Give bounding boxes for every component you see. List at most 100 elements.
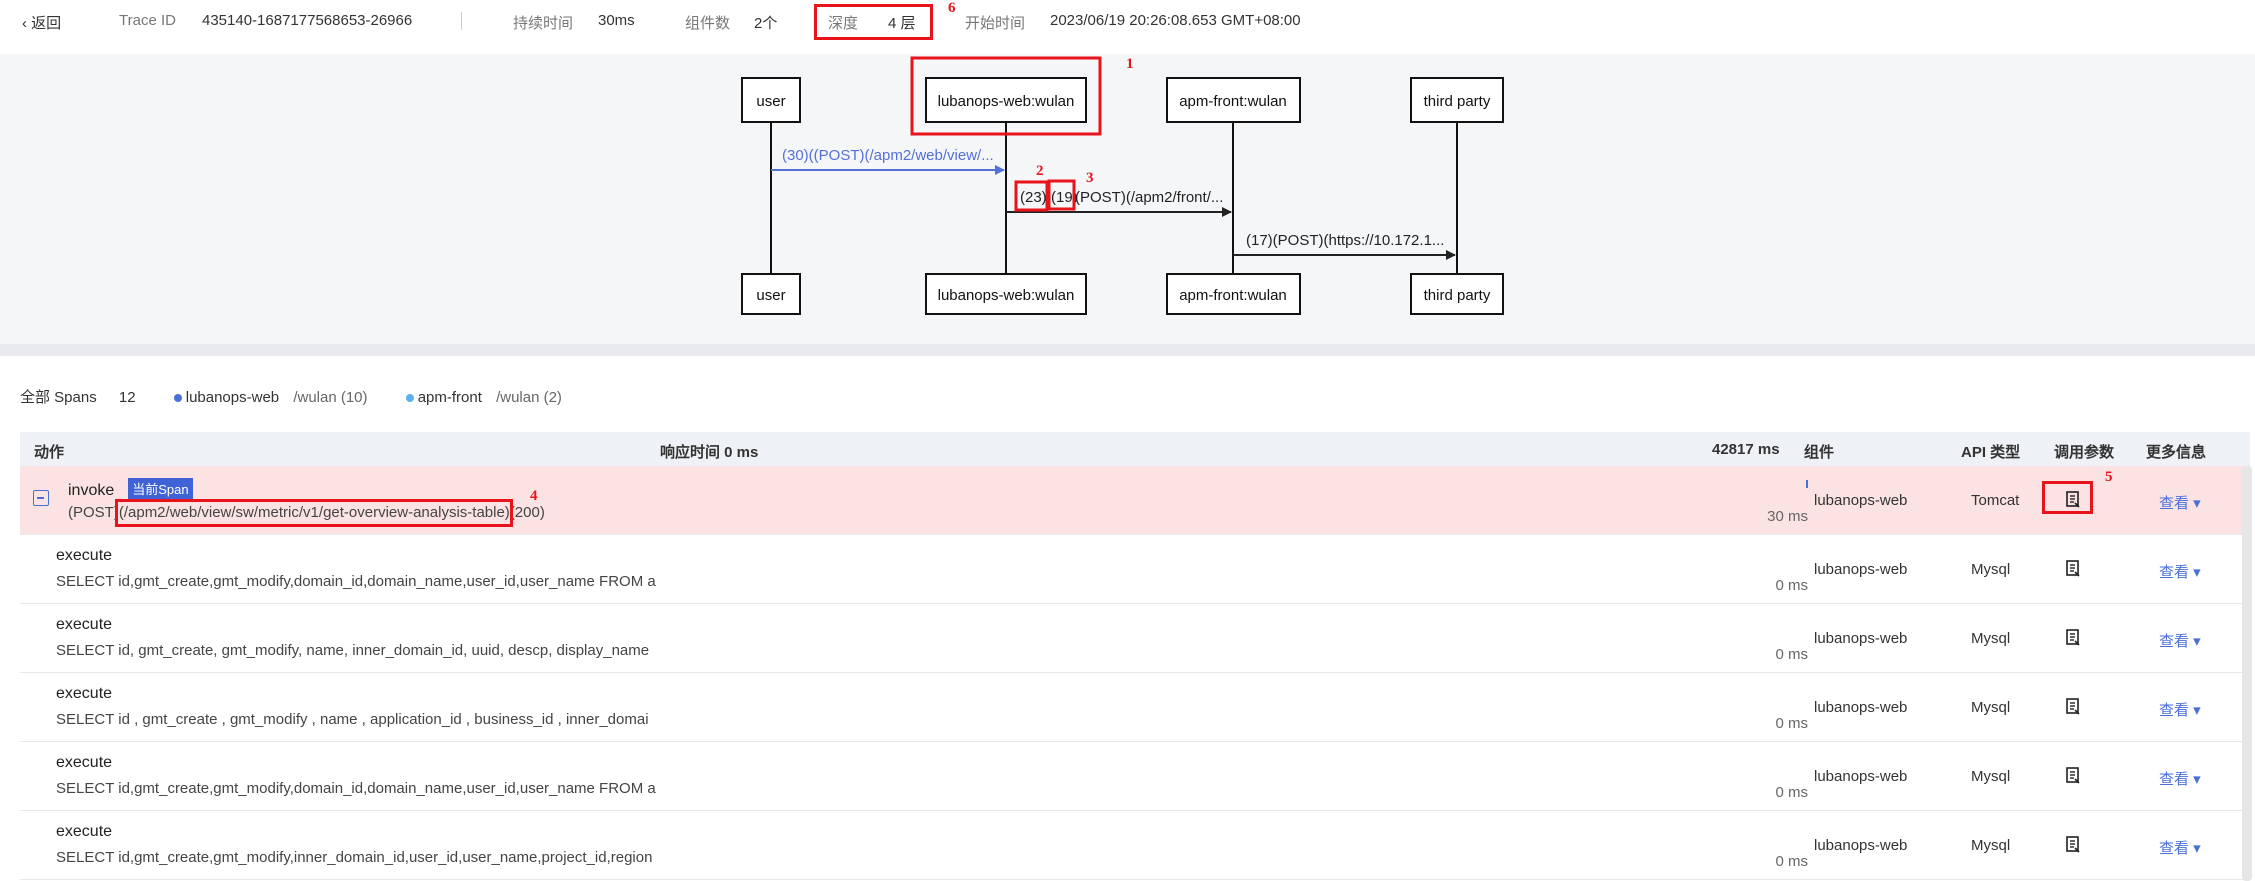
span-name: execute [56,685,113,702]
all-spans-count: 12 [118,389,136,406]
participant-user-bottom[interactable]: user [741,273,801,315]
trace-header: ‹ 返回 Trace ID 435140-1687177568653-26966… [0,0,2255,44]
params-document-icon[interactable] [2064,835,2082,853]
params-document-icon[interactable] [2064,559,2082,577]
message-self-time-label: (19) [1051,189,1078,206]
span-duration: 0 ms [1775,577,1808,594]
participant-label: lubanops-web:wulan [938,93,1075,110]
table-row[interactable]: execute SELECT id,gmt_create,gmt_modify,… [20,535,2250,604]
participant-user-top[interactable]: user [741,77,801,123]
participant-lubanops-web-bottom[interactable]: lubanops-web:wulan [925,273,1087,315]
params-document-icon[interactable] [2064,628,2082,646]
annotation-number-3: 3 [1086,170,1094,186]
current-span-badge: 当前Span [128,478,193,499]
table-row[interactable]: execute SELECT id , gmt_create , gmt_mod… [20,673,2250,742]
span-name: execute [56,754,113,771]
message-user-to-lubanops[interactable]: (30)((POST)(/apm2/web/view/... [771,147,1005,175]
annotation-number-1: 1 [1126,56,1134,72]
depth-label: 深度 [828,15,859,32]
span-component: lubanops-web [1814,768,1908,785]
participant-apm-front-top[interactable]: apm-front:wulan [1166,77,1301,123]
span-name: execute [56,547,113,564]
spans-summary: 全部 Spans 12 lubanops-web /wulan (10) apm… [20,386,566,407]
message-lubanops-to-apm-front[interactable]: (23) (19) (POST)(/apm2/front/... [1006,189,1232,217]
sequence-diagram-svg: user lubanops-web:wulan apm-front:wulan … [741,56,1504,315]
annotation-box-6 [814,4,933,40]
table-header: 动作 响应时间 0 ms 42817 ms 组件 API 类型 调用参数 更多信… [20,432,2250,466]
span-detail: SELECT id,gmt_create,gmt_modify,domain_i… [56,573,656,590]
message-label: (POST)(/apm2/front/... [1075,189,1223,206]
table-row[interactable]: execute SELECT id,gmt_create,gmt_modify,… [20,811,2250,880]
span-name: execute [56,823,113,840]
span-duration: 0 ms [1775,853,1808,870]
column-header-max-time: 42817 ms [1712,441,1780,458]
participant-label: user [756,287,785,304]
service-color-dot [173,394,182,403]
back-button[interactable]: ‹ 返回 [22,15,62,32]
annotation-number-6: 6 [948,0,956,16]
annotation-number-4: 4 [530,488,538,504]
view-more-dropdown[interactable]: 查看 ▾ [2159,702,2201,719]
column-header-params: 调用参数 [2054,444,2115,461]
annotation-number-5: 5 [2105,469,2113,485]
annotation-box-2 [1014,180,1049,212]
span-api-type: Mysql [1971,768,2011,785]
service-lubanops-web-detail: /wulan (10) [293,389,368,406]
span-name: execute [56,616,113,633]
table-scrollbar[interactable] [2242,466,2252,881]
span-detail: SELECT id, gmt_create, gmt_modify, name,… [56,642,650,659]
service-lubanops-web-name[interactable]: lubanops-web [185,389,280,406]
trace-id-label: Trace ID [119,12,176,29]
duration-bar [1806,480,1808,488]
view-more-dropdown[interactable]: 查看 ▾ [2159,495,2201,512]
span-component: lubanops-web [1814,630,1908,647]
diagram-footer-strip [0,344,2255,356]
span-component: lubanops-web [1814,837,1908,854]
params-document-icon[interactable] [2064,766,2082,784]
message-apm-front-to-third-party[interactable]: (17)(POST)(https://10.172.1... [1233,232,1456,260]
components-label: 组件数 [685,15,731,32]
column-header-response-time: 响应时间 0 ms [660,444,759,461]
all-spans-label[interactable]: 全部 Spans [20,389,97,406]
participant-apm-front-bottom[interactable]: apm-front:wulan [1166,273,1301,315]
span-duration: 0 ms [1775,784,1808,801]
sequence-diagram: user lubanops-web:wulan apm-front:wulan … [0,54,2255,344]
span-api-type: Mysql [1971,630,2011,647]
span-duration: 30 ms [1767,508,1808,525]
params-document-icon[interactable] [2064,490,2082,508]
span-component: lubanops-web [1814,561,1908,578]
column-header-more: 更多信息 [2146,444,2207,461]
span-detail: SELECT id , gmt_create , gmt_modify , na… [56,711,649,728]
service-apm-front-name[interactable]: apm-front [417,389,482,406]
participant-label: apm-front:wulan [1179,93,1287,110]
span-duration: 0 ms [1775,646,1808,663]
view-more-dropdown[interactable]: 查看 ▾ [2159,633,2201,650]
span-api-type: Tomcat [1971,492,2020,509]
span-duration: 0 ms [1775,715,1808,732]
service-color-dot [405,394,414,403]
span-name: invoke [68,482,115,499]
components-value: 2个 [754,15,778,32]
collapse-icon[interactable] [33,490,49,506]
view-more-dropdown[interactable]: 查看 ▾ [2159,771,2201,788]
params-document-icon[interactable] [2064,697,2082,715]
duration-value: 30ms [598,12,635,29]
service-apm-front-detail: /wulan (2) [496,389,562,406]
participant-lubanops-web-top[interactable]: lubanops-web:wulan [925,77,1087,123]
table-row[interactable]: execute SELECT id,gmt_create,gmt_modify,… [20,742,2250,811]
span-url: (/apm2/web/view/sw/metric/v1/get-overvie… [118,504,510,521]
header-divider [461,12,462,30]
span-component: lubanops-web [1814,492,1908,509]
participant-third-party-bottom[interactable]: third party [1410,273,1504,315]
span-api-type: Mysql [1971,837,2011,854]
annotation-box-4 [115,499,513,527]
duration-label: 持续时间 [513,15,574,32]
span-api-type: Mysql [1971,699,2011,716]
participant-third-party-top[interactable]: third party [1410,77,1504,123]
view-more-dropdown[interactable]: 查看 ▾ [2159,840,2201,857]
table-row[interactable]: execute SELECT id, gmt_create, gmt_modif… [20,604,2250,673]
annotation-number-2: 2 [1036,163,1044,179]
view-more-dropdown[interactable]: 查看 ▾ [2159,564,2201,581]
span-detail: SELECT id,gmt_create,gmt_modify,domain_i… [56,780,656,797]
span-api-type: Mysql [1971,561,2011,578]
